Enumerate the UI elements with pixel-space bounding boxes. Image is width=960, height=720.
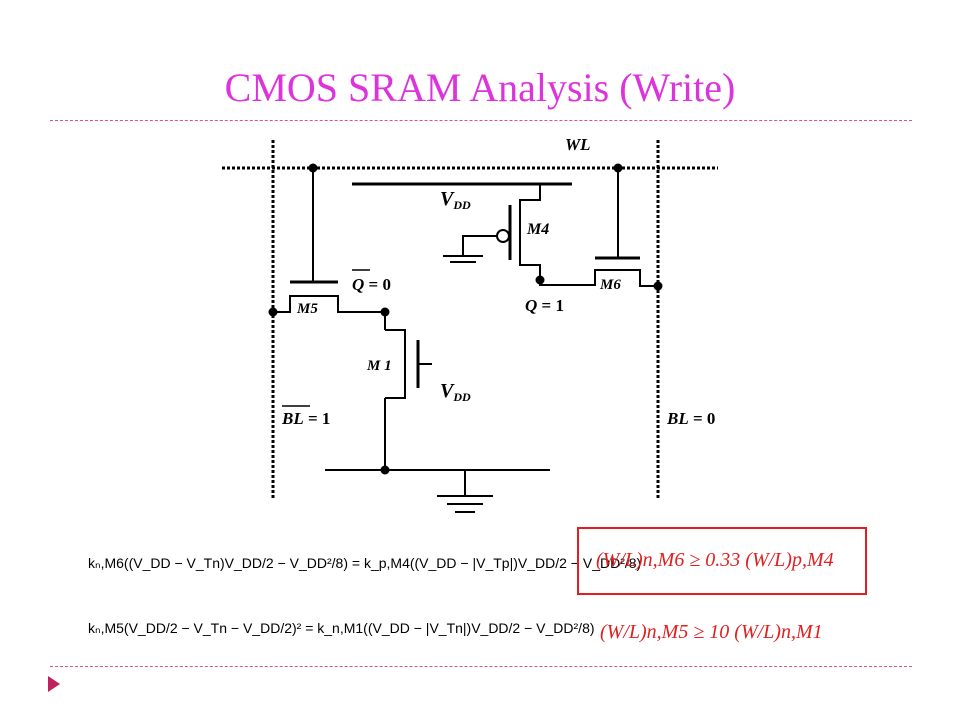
- result-box: [577, 527, 867, 595]
- title-divider: [50, 120, 912, 121]
- vdd-mid-label: VDD: [440, 380, 471, 404]
- m4-gate-wire: [462, 235, 497, 256]
- result-m5-m1: (W/L)n,M5 ≥ 10 (W/L)n,M1: [600, 621, 823, 643]
- junction-blbar-m5: [268, 307, 278, 317]
- junction-bl-m6: [653, 281, 663, 291]
- q-node-wire: [539, 280, 590, 286]
- equation-m5-m1: kₙ,M5(V_DD/2 − V_Tn − V_DD/2)² = k_n,M1(…: [88, 620, 595, 636]
- bullet-arrow-icon: [48, 676, 60, 692]
- blbar-label: BL = 1: [281, 409, 330, 428]
- junction-ground-m1: [380, 465, 390, 475]
- m6-label: M6: [599, 277, 621, 293]
- bl-label: BL = 0: [666, 409, 715, 428]
- m1-label: M 1: [366, 358, 392, 374]
- m5-channel: [273, 295, 385, 313]
- slide-title: CMOS SRAM Analysis (Write): [224, 65, 736, 110]
- m6-channel: [590, 269, 658, 287]
- equation-m6-m4: kₙ,M6((V_DD − V_Tn)V_DD/2 − V_DD²/8) = k…: [88, 555, 642, 571]
- m4-gate-bubble: [496, 229, 510, 243]
- m4-channel: [519, 184, 541, 280]
- word-line-label: WL: [565, 135, 591, 154]
- junction-wl-m5: [308, 163, 318, 173]
- qbar-label: Q = 0: [352, 275, 391, 294]
- footer-divider: [50, 666, 912, 667]
- junction-q: [535, 275, 545, 285]
- junction-qbar: [380, 307, 390, 317]
- m5-label: M5: [296, 301, 318, 317]
- vdd-top-label: VDD: [440, 188, 471, 212]
- q-label: Q = 1: [525, 296, 564, 315]
- result-m6-m4: (W/L)n,M6 ≥ 0.33 (W/L)p,M4: [596, 549, 834, 571]
- m1-channel: [385, 329, 406, 399]
- m4-label: M4: [526, 221, 549, 238]
- junction-wl-m6: [613, 163, 623, 173]
